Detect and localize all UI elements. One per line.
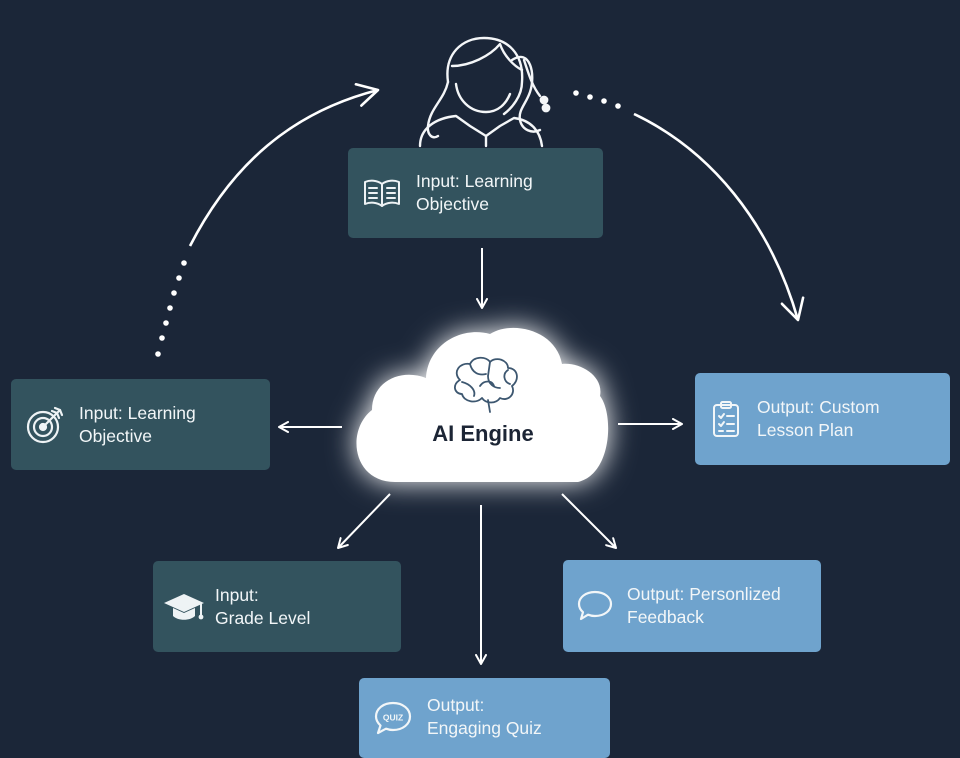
node-feedback-output-label: Output: Personlized Feedback <box>627 583 781 629</box>
cycle-arrow-right <box>633 112 805 322</box>
cycle-arrow-left <box>188 83 380 247</box>
node-left-input[interactable]: Input: Learning Objective <box>11 379 270 470</box>
node-grade-input-line2: Grade Level <box>215 607 311 628</box>
teacher-icon <box>418 36 551 148</box>
node-quiz-output-line1: Output: <box>427 695 485 715</box>
node-feedback-output-line2: Feedback <box>627 607 704 627</box>
quiz-bubble-icon: QUIZ <box>359 694 427 736</box>
node-top-input-label: Input: Learning Objective <box>416 170 533 216</box>
node-top-input-line2: Objective <box>416 194 489 214</box>
quiz-icon-text: QUIZ <box>383 713 403 723</box>
node-grade-input[interactable]: Input: Grade Level <box>153 561 401 652</box>
checklist-icon <box>695 400 757 438</box>
node-top-input-line1: Input: Learning <box>416 171 533 191</box>
node-feedback-output[interactable]: Output: Personlized Feedback <box>563 560 821 652</box>
book-icon <box>348 177 416 209</box>
arrow-engine-to-grade <box>337 493 391 549</box>
cycle-dots-right <box>573 90 621 109</box>
node-grade-input-line1: Input: <box>215 584 259 605</box>
node-left-input-label: Input: Learning Objective <box>79 402 196 448</box>
node-grade-input-label: Input: Grade Level <box>215 584 310 630</box>
node-left-input-line2: Objective <box>79 425 152 446</box>
node-lesson-output[interactable]: Output: Custom Lesson Plan <box>695 373 950 465</box>
brain-icon <box>454 356 518 413</box>
ai-engine-cloud <box>356 327 609 482</box>
graduation-cap-icon <box>153 590 215 624</box>
node-quiz-output-label: Output: Engaging Quiz <box>427 694 542 740</box>
node-lesson-output-line2: Lesson Plan <box>757 420 854 440</box>
cycle-dots-left <box>155 260 187 357</box>
node-lesson-output-line1: Output: Custom <box>757 397 880 417</box>
target-icon <box>11 404 79 446</box>
node-quiz-output-line2: Engaging Quiz <box>427 718 542 738</box>
ai-engine-label: AI Engine <box>432 421 533 446</box>
node-lesson-output-label: Output: Custom Lesson Plan <box>757 396 880 442</box>
arrow-engine-to-feedback <box>561 493 617 549</box>
node-feedback-output-line1: Output: Personlized <box>627 584 781 604</box>
speech-bubble-icon <box>563 589 627 623</box>
node-quiz-output[interactable]: QUIZ Output: Engaging Quiz <box>359 678 610 758</box>
node-top-input[interactable]: Input: Learning Objective <box>348 148 603 238</box>
node-left-input-line1: Input: Learning <box>79 402 196 423</box>
